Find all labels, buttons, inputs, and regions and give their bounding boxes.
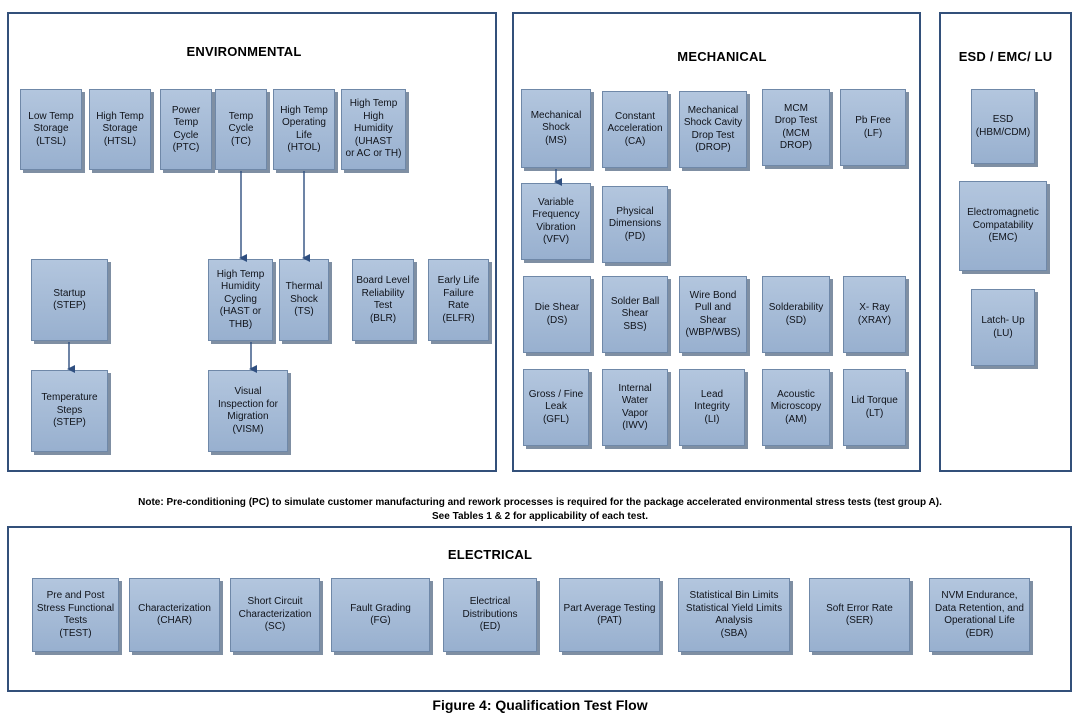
char-box: Characterization (CHAR) xyxy=(129,578,220,652)
note-line-2: See Tables 1 & 2 for applicability of ea… xyxy=(432,511,648,522)
vism-box: Visual Inspection for Migration (VISM) xyxy=(208,370,288,452)
gfl-box: Gross / Fine Leak (GFL) xyxy=(523,369,589,446)
sc-box: Short Circuit Characterization (SC) xyxy=(230,578,320,652)
startup-box: Startup (STEP) xyxy=(31,259,108,341)
wbp-box: Wire Bond Pull and Shear (WBP/WBS) xyxy=(679,276,747,353)
hast-box: High Temp Humidity Cycling (HAST or THB) xyxy=(208,259,273,341)
ca-box: Constant Acceleration (CA) xyxy=(602,91,668,168)
sba-box: Statistical Bin Limits Statistical Yield… xyxy=(678,578,790,652)
esd-emc-lu-title: ESD / EMC/ LU xyxy=(958,49,1053,64)
figure-caption: Figure 4: Qualification Test Flow xyxy=(432,697,648,713)
fg-box: Fault Grading (FG) xyxy=(331,578,430,652)
temperature-steps-box: Temperature Steps (STEP) xyxy=(31,370,108,452)
vfv-box: Variable Frequency Vibration (VFV) xyxy=(521,183,591,260)
ptc-box: Power Temp Cycle (PTC) xyxy=(160,89,212,170)
test-box: Pre and Post Stress Functional Tests (TE… xyxy=(32,578,119,652)
mcm-drop-box: MCM Drop Test (MCM DROP) xyxy=(762,89,830,166)
blr-box: Board Level Reliability Test (BLR) xyxy=(352,259,414,341)
lu-box: Latch- Up (LU) xyxy=(971,289,1035,366)
tc-box: Temp Cycle (TC) xyxy=(215,89,267,170)
esd-box: ESD (HBM/CDM) xyxy=(971,89,1035,164)
ed-box: Electrical Distributions (ED) xyxy=(443,578,537,652)
iwv-box: Internal Water Vapor (IWV) xyxy=(602,369,668,446)
sd-box: Solderability (SD) xyxy=(762,276,830,353)
ltsl-box: Low Temp Storage (LTSL) xyxy=(20,89,82,170)
xray-box: X- Ray (XRAY) xyxy=(843,276,906,353)
ts-box: Thermal Shock (TS) xyxy=(279,259,329,341)
note-line-1: Note: Pre-conditioning (PC) to simulate … xyxy=(138,497,942,508)
emc-box: Electromagnetic Compatability (EMC) xyxy=(959,181,1047,271)
sbs-box: Solder Ball Shear SBS) xyxy=(602,276,668,353)
ds-box: Die Shear (DS) xyxy=(523,276,591,353)
edr-box: NVM Endurance, Data Retention, and Opera… xyxy=(929,578,1030,652)
li-box: Lead Integrity (LI) xyxy=(679,369,745,446)
drop-box: Mechanical Shock Cavity Drop Test (DROP) xyxy=(679,91,747,168)
pat-box: Part Average Testing (PAT) xyxy=(559,578,660,652)
htsl-box: High Temp Storage (HTSL) xyxy=(89,89,151,170)
lt-box: Lid Torque (LT) xyxy=(843,369,906,446)
mechanical-title: MECHANICAL xyxy=(677,49,767,64)
lf-box: Pb Free (LF) xyxy=(840,89,906,166)
pd-box: Physical Dimensions (PD) xyxy=(602,186,668,263)
am-box: Acoustic Microscopy (AM) xyxy=(762,369,830,446)
htol-box: High Temp Operating Life (HTOL) xyxy=(273,89,335,170)
ms-box: Mechanical Shock (MS) xyxy=(521,89,591,168)
elfr-box: Early Life Failure Rate (ELFR) xyxy=(428,259,489,341)
electrical-title: ELECTRICAL xyxy=(447,547,533,562)
ser-box: Soft Error Rate (SER) xyxy=(809,578,910,652)
uhast-box: High Temp High Humidity (UHAST or AC or … xyxy=(341,89,406,170)
environmental-title: ENVIRONMENTAL xyxy=(186,44,302,59)
